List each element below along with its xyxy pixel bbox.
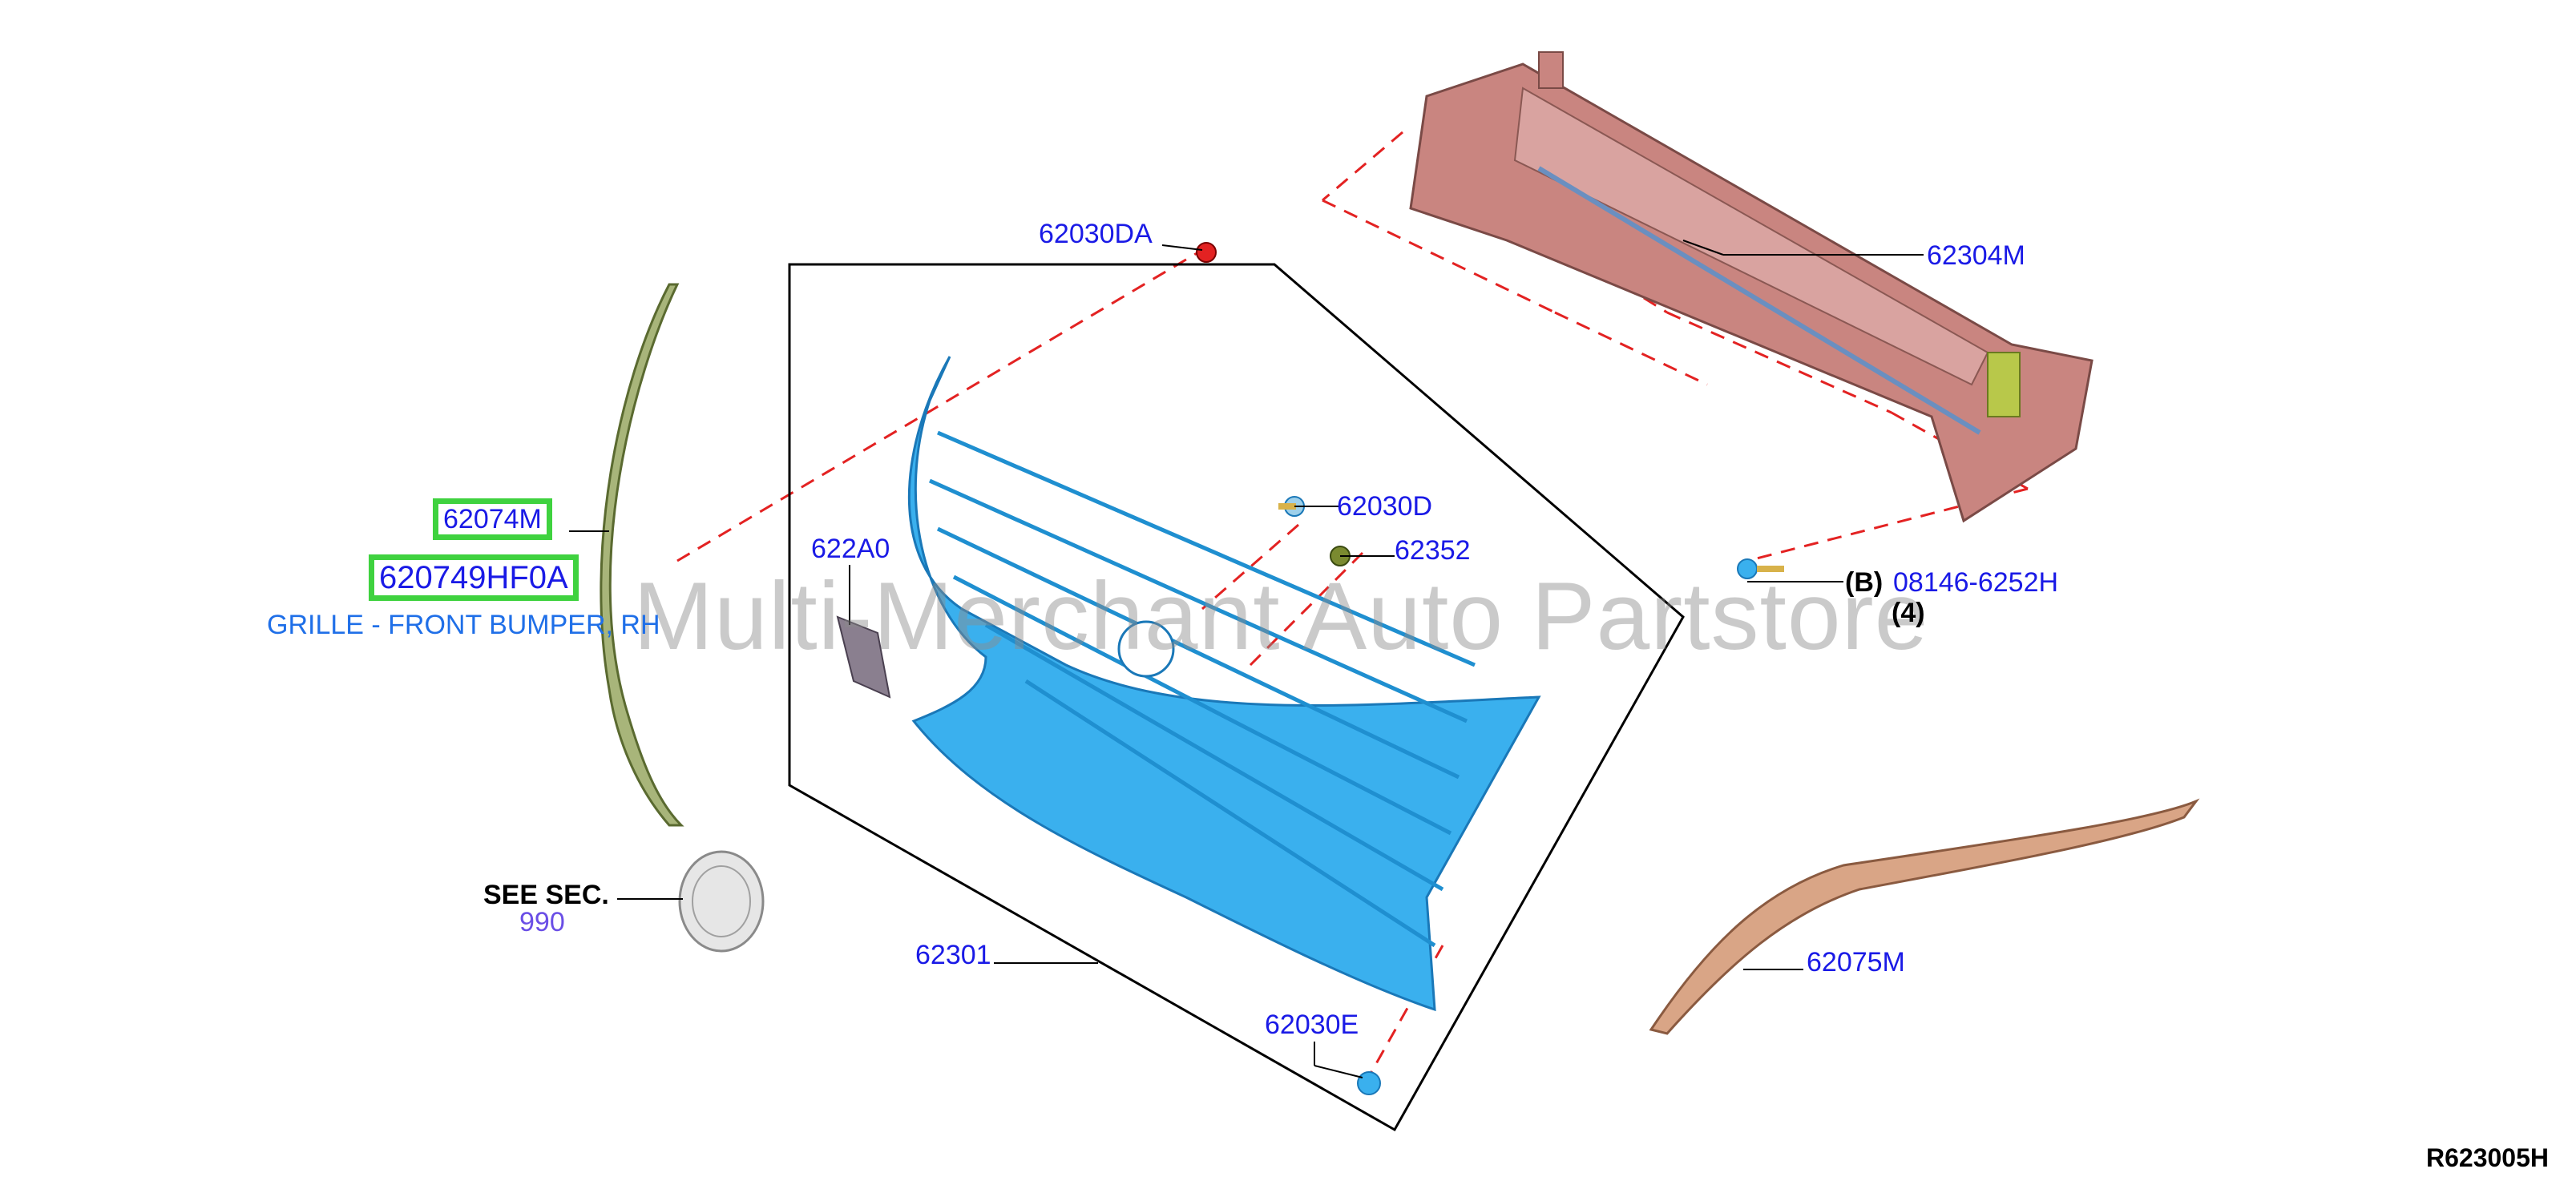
bolt-08146-6252H[interactable] bbox=[1737, 558, 1784, 579]
front-grille-part[interactable] bbox=[907, 356, 1541, 1012]
callout-section-990[interactable]: 990 bbox=[519, 907, 565, 937]
callout-62075M[interactable]: 62075M bbox=[1807, 947, 1905, 977]
callout-62304M[interactable]: 62304M bbox=[1927, 240, 2025, 271]
right-molding-part[interactable] bbox=[1649, 798, 2200, 1035]
bolt-quantity: (4) bbox=[1892, 598, 1925, 628]
callout-620749HF0A[interactable]: 620749HF0A bbox=[369, 554, 579, 601]
sensor-bracket-622A0[interactable] bbox=[836, 615, 891, 699]
callout-62030D[interactable]: 62030D bbox=[1337, 491, 1433, 522]
grille-assembly-frame bbox=[788, 263, 1685, 1132]
clip-62030DA[interactable] bbox=[1196, 242, 1217, 263]
clip-62030E[interactable] bbox=[1357, 1071, 1381, 1095]
part-description: GRILLE - FRONT BUMPER, RH bbox=[267, 610, 660, 640]
callout-62030E[interactable]: 62030E bbox=[1265, 1010, 1359, 1040]
see-section-label: SEE SEC. bbox=[483, 880, 609, 910]
upper-bracket-part[interactable] bbox=[1409, 51, 2094, 523]
callout-62074M[interactable]: 62074M bbox=[433, 498, 552, 540]
diagram-reference: R623005H bbox=[2426, 1143, 2549, 1172]
callout-622A0[interactable]: 622A0 bbox=[811, 534, 890, 564]
leader-lines bbox=[569, 240, 1924, 1078]
bolt-position-marker: (B) bbox=[1845, 567, 1884, 598]
watermark: Multi-Merchant Auto Partstore bbox=[633, 562, 1929, 670]
callout-62030DA[interactable]: 62030DA bbox=[1039, 219, 1153, 249]
left-molding-part[interactable] bbox=[600, 283, 684, 827]
emblem-see-sec-990[interactable] bbox=[678, 850, 765, 953]
callout-62352[interactable]: 62352 bbox=[1395, 535, 1471, 566]
callout-62301[interactable]: 62301 bbox=[915, 940, 991, 970]
callout-08146-6252H[interactable]: 08146-6252H bbox=[1893, 567, 2059, 598]
